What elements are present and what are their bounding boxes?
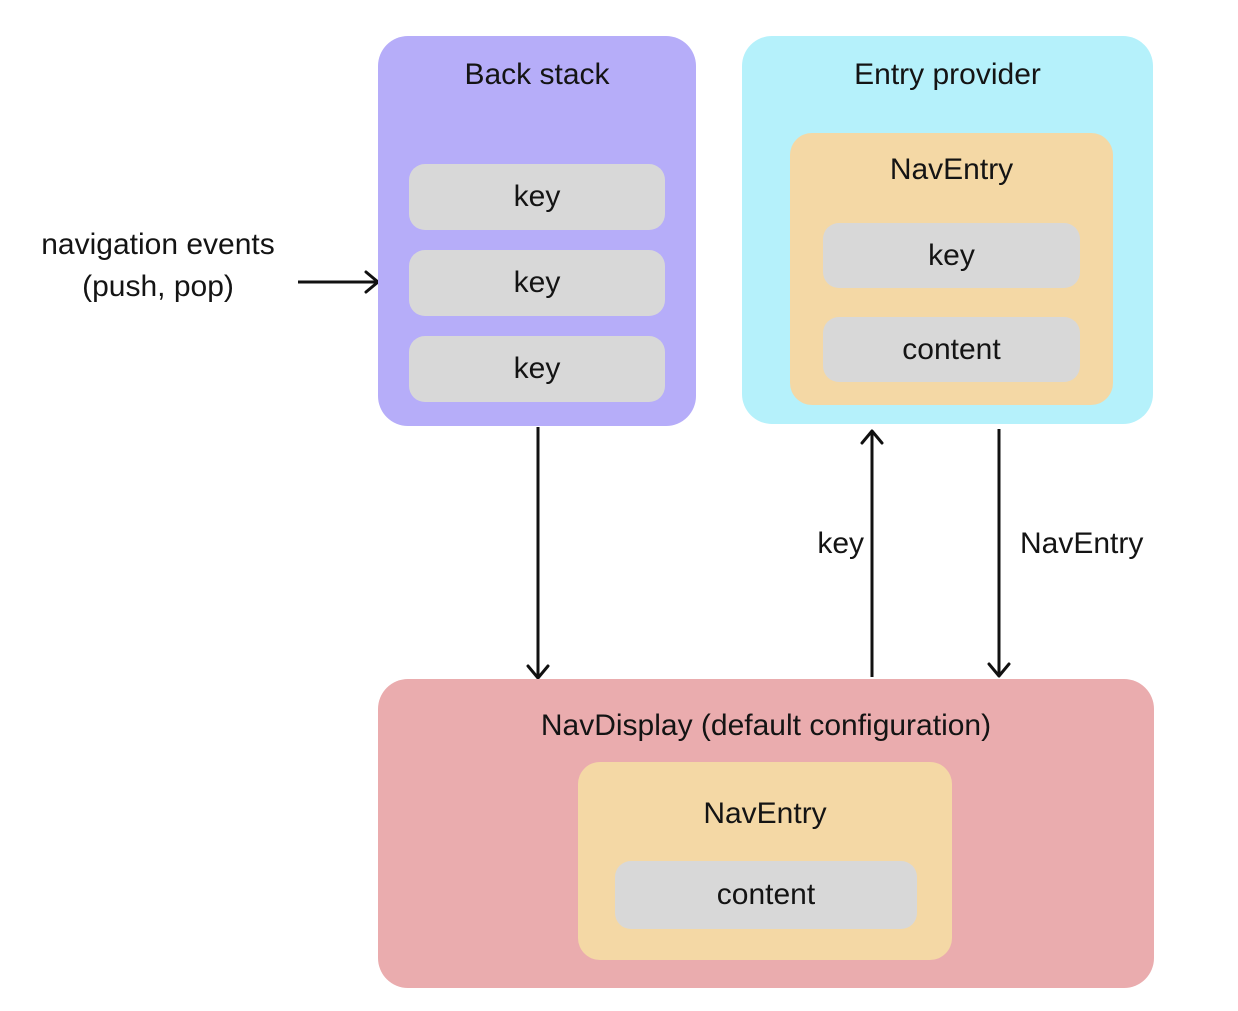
nav-entry-arrow-label: NavEntry (1020, 527, 1144, 560)
back-stack-key-pill-1: key (409, 164, 665, 230)
back-stack-key-pill-2: key (409, 250, 665, 316)
entry-provider-key-pill: key (823, 223, 1080, 288)
entry-provider-content-pill: content (823, 317, 1080, 382)
nav-display-content-pill: content (615, 861, 917, 929)
key-arrow-label: key (817, 527, 864, 560)
back-stack-title: Back stack (464, 58, 610, 91)
nav-display-box: NavDisplay (default configuration) NavEn… (378, 679, 1154, 988)
navigation-events-label: navigation events (push, pop) (8, 224, 308, 308)
back-stack-key-pill-3: key (409, 336, 665, 402)
entry-provider-title: Entry provider (854, 58, 1041, 91)
navigation-events-line1: navigation events (41, 228, 275, 261)
back-stack-box: Back stack key key key (378, 36, 696, 426)
nav-display-title: NavDisplay (default configuration) (540, 709, 992, 742)
entry-provider-box: Entry provider NavEntry key content (742, 36, 1153, 424)
entry-provider-nav-entry-box: NavEntry key content (790, 133, 1113, 405)
nav-display-nav-entry-title: NavEntry (703, 797, 827, 830)
navigation-events-line2: (push, pop) (82, 270, 234, 303)
nav-display-nav-entry-box: NavEntry content (578, 762, 952, 960)
entry-provider-nav-entry-title: NavEntry (889, 153, 1014, 186)
